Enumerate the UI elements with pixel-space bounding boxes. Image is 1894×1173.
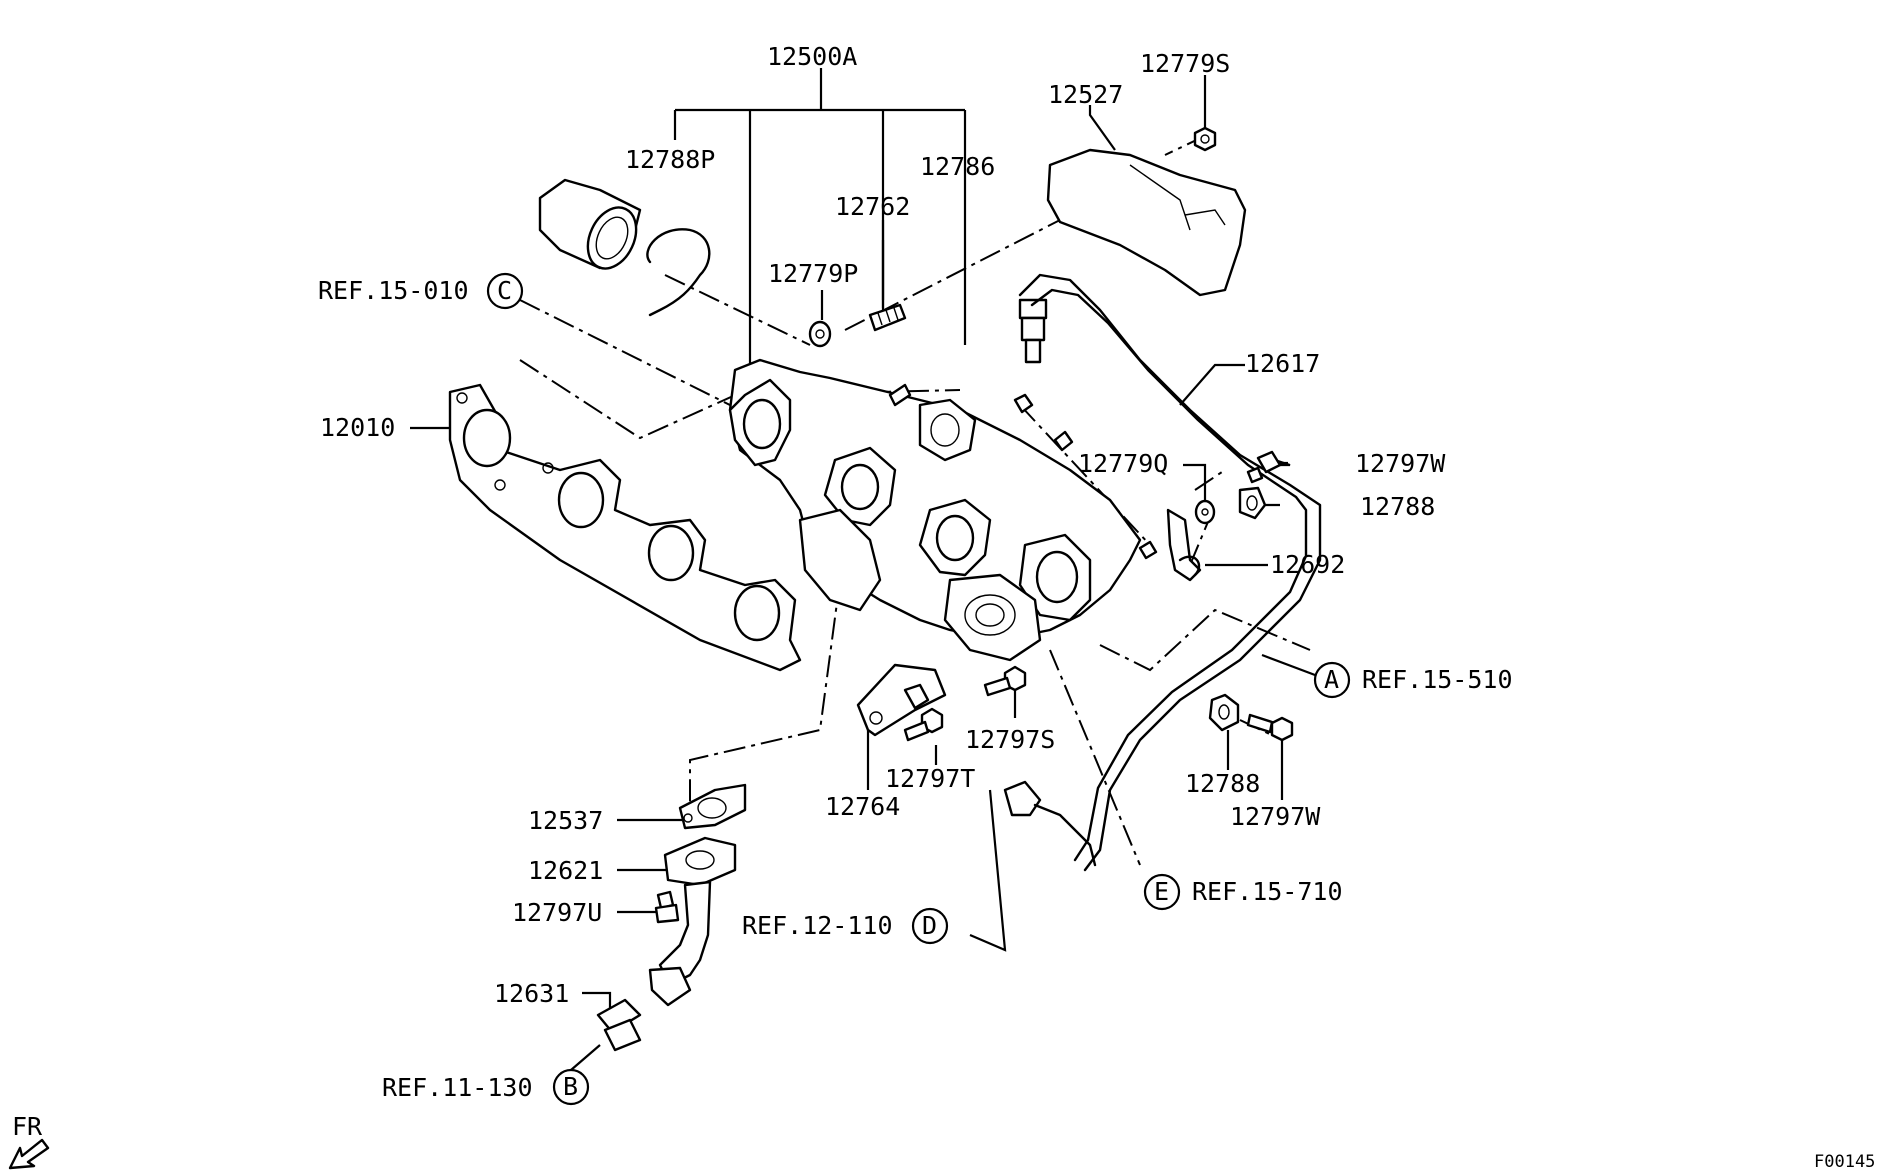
- ref-callout-d: REF.12-110 D: [742, 907, 949, 945]
- bracket-part: [856, 663, 947, 737]
- ref-callout-a: A REF.15-510: [1313, 661, 1513, 699]
- bolt-t-part: [903, 707, 944, 742]
- bolt-s-part: [983, 665, 1027, 697]
- reference-callouts: REF.15-010 C A REF.15-510 E REF.15-710 R…: [318, 272, 1513, 1106]
- front-arrow-icon: [8, 1138, 50, 1170]
- bolt-u-part: [654, 890, 680, 924]
- front-label: FR: [12, 1112, 43, 1141]
- bracket-clip-part: [1166, 508, 1202, 582]
- upper-bolt-part: [1246, 450, 1282, 484]
- ref-callout-b: REF.11-130 B: [382, 1044, 601, 1106]
- ref-d-letter: D: [922, 911, 937, 940]
- label-12797T: 12797T: [885, 764, 975, 793]
- label-12786: 12786: [920, 152, 995, 181]
- lower-clip-part: [1208, 693, 1240, 732]
- manifold-gasket-part: [448, 383, 802, 672]
- label-12537: 12537: [528, 806, 603, 835]
- label-12764: 12764: [825, 792, 900, 821]
- flange-gasket-part: [678, 783, 747, 830]
- ref-c-letter: C: [497, 276, 512, 305]
- nut-q-part: [1194, 499, 1216, 525]
- ref-c-text: REF.15-010: [318, 276, 469, 305]
- lower-bolt-part: [1246, 713, 1294, 742]
- ref-a-letter: A: [1324, 665, 1339, 694]
- intake-boot-part: [538, 178, 642, 270]
- label-12788P: 12788P: [625, 145, 715, 174]
- oil-pipe-part: [1003, 273, 1322, 872]
- ref-callout-e: E REF.15-710: [1143, 873, 1343, 911]
- label-12797W-lower: 12797W: [1230, 802, 1321, 831]
- ref-a-circle: [1313, 661, 1351, 699]
- ref-a-text: REF.15-510: [1362, 665, 1513, 694]
- ref-callout-c: REF.15-010 C: [318, 272, 524, 310]
- front-direction-indicator: FR: [8, 1112, 50, 1170]
- ref-d-circle: [911, 907, 949, 945]
- stud-part: [868, 303, 907, 332]
- ref-b-letter: B: [563, 1072, 578, 1101]
- turbocharger-assembly-part: [728, 358, 1158, 662]
- label-12779Q: 12779Q: [1078, 449, 1168, 478]
- wire-clamp-part: [646, 228, 711, 317]
- oil-fitting-part: [1018, 298, 1048, 364]
- ref-e-circle: [1143, 873, 1181, 911]
- label-12779S: 12779S: [1140, 49, 1230, 78]
- ref-c-circle: [486, 272, 524, 310]
- label-12500A: 12500A: [767, 42, 857, 71]
- ref-e-text: REF.15-710: [1192, 877, 1343, 906]
- nut-p-part: [808, 320, 832, 348]
- label-12621: 12621: [528, 856, 603, 885]
- label-12788-upper: 12788: [1360, 492, 1435, 521]
- label-12788-lower: 12788: [1185, 769, 1260, 798]
- ref-d-text: REF.12-110: [742, 911, 893, 940]
- label-12631: 12631: [494, 979, 569, 1008]
- label-12527: 12527: [1048, 80, 1123, 109]
- label-12797S: 12797S: [965, 725, 1055, 754]
- upper-clip-part: [1238, 486, 1267, 520]
- part-labels: 12500A 12527 12779S 12788P 12786 12762 1…: [320, 42, 1446, 1008]
- ref-e-letter: E: [1154, 877, 1169, 906]
- label-12692: 12692: [1270, 550, 1345, 579]
- label-12779P: 12779P: [768, 259, 858, 288]
- union-part: [596, 998, 642, 1052]
- shield-nut-part: [1193, 126, 1217, 152]
- label-12617: 12617: [1245, 349, 1320, 378]
- return-flange-part: [648, 836, 737, 1007]
- ref-b-text: REF.11-130: [382, 1073, 533, 1102]
- label-12797U: 12797U: [512, 898, 602, 927]
- label-12797W-upper: 12797W: [1355, 449, 1446, 478]
- figure-code: F00145: [1814, 1152, 1875, 1172]
- label-12010: 12010: [320, 413, 395, 442]
- label-12762: 12762: [835, 192, 910, 221]
- heat-shield-part: [1046, 148, 1247, 297]
